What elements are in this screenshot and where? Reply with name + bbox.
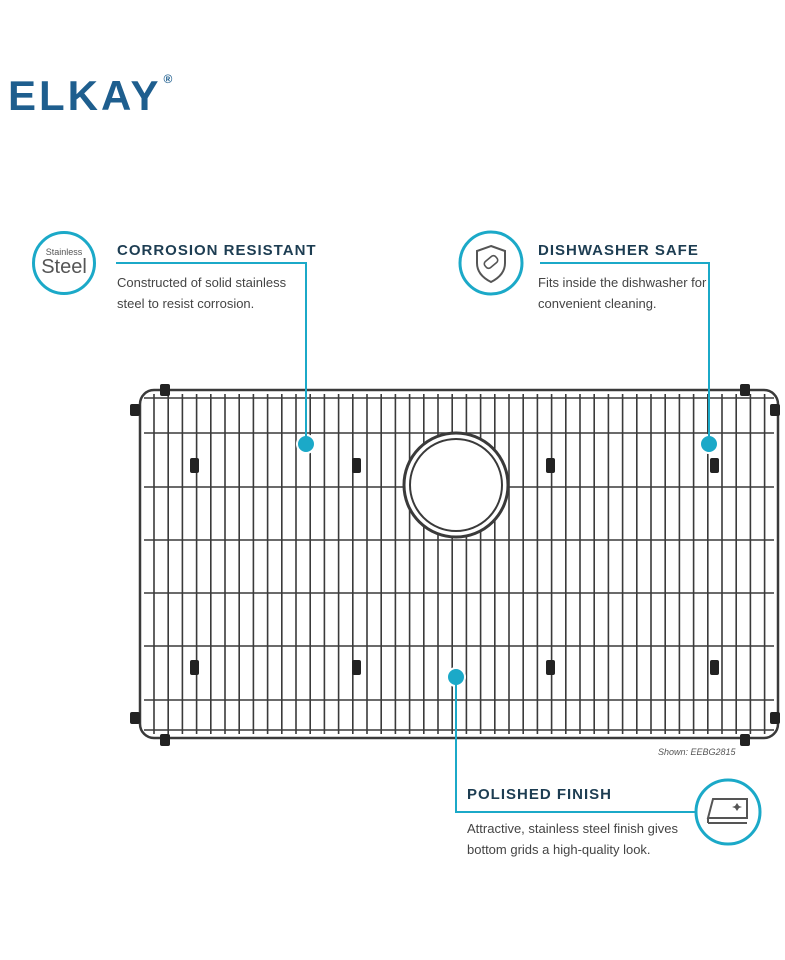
- corner-bumper: [160, 734, 170, 746]
- shown-model-label: Shown: EEBG2815: [658, 747, 736, 757]
- logo-text: ELKAY: [8, 72, 162, 119]
- leader-line-dishwasher: [540, 262, 710, 444]
- elkay-logo: ELKAY®: [8, 72, 172, 120]
- rubber-foot: [352, 660, 361, 675]
- rubber-foot: [190, 458, 199, 473]
- corner-bumper: [740, 734, 750, 746]
- rubber-foot: [710, 458, 719, 473]
- drain-hole-inner: [409, 438, 503, 532]
- feature-title-corrosion: CORROSION RESISTANT: [117, 242, 317, 259]
- rubber-foot: [352, 458, 361, 473]
- feature-text-corrosion: Constructed of solid stainless steel to …: [117, 275, 287, 311]
- rubber-foot: [546, 660, 555, 675]
- sink-grid: [130, 384, 780, 746]
- feature-title-polished: POLISHED FINISH: [467, 786, 613, 803]
- badge-line-steel: Steel: [41, 256, 87, 278]
- rubber-foot: [190, 660, 199, 675]
- corner-bumper: [130, 712, 140, 724]
- corner-bumper: [770, 404, 780, 416]
- stainless-steel-badge-icon: Stainless Steel: [32, 231, 96, 295]
- corner-bumper: [770, 712, 780, 724]
- feature-text-dishwasher: Fits inside the dishwasher for convenien…: [538, 275, 707, 311]
- leader-line-corrosion: [116, 262, 307, 444]
- badge-line-stainless: Stainless: [45, 247, 83, 257]
- feature-text-polished: Attractive, stainless steel finish gives…: [467, 821, 678, 857]
- leader-line-polished: [455, 677, 695, 813]
- rubber-foot: [546, 458, 555, 473]
- registered-mark: ®: [163, 72, 173, 86]
- grid-frame: [138, 388, 780, 740]
- dishwasher-badge: [458, 230, 524, 296]
- rubber-foot: [710, 660, 719, 675]
- polished-surface-sparkle-icon: [706, 798, 748, 824]
- corner-bumper: [740, 384, 750, 396]
- shield-sponge-icon: [476, 244, 506, 284]
- feature-title-dishwasher: DISHWASHER SAFE: [538, 242, 699, 259]
- corner-bumper: [160, 384, 170, 396]
- polished-badge: [694, 778, 762, 846]
- corner-bumper: [130, 404, 140, 416]
